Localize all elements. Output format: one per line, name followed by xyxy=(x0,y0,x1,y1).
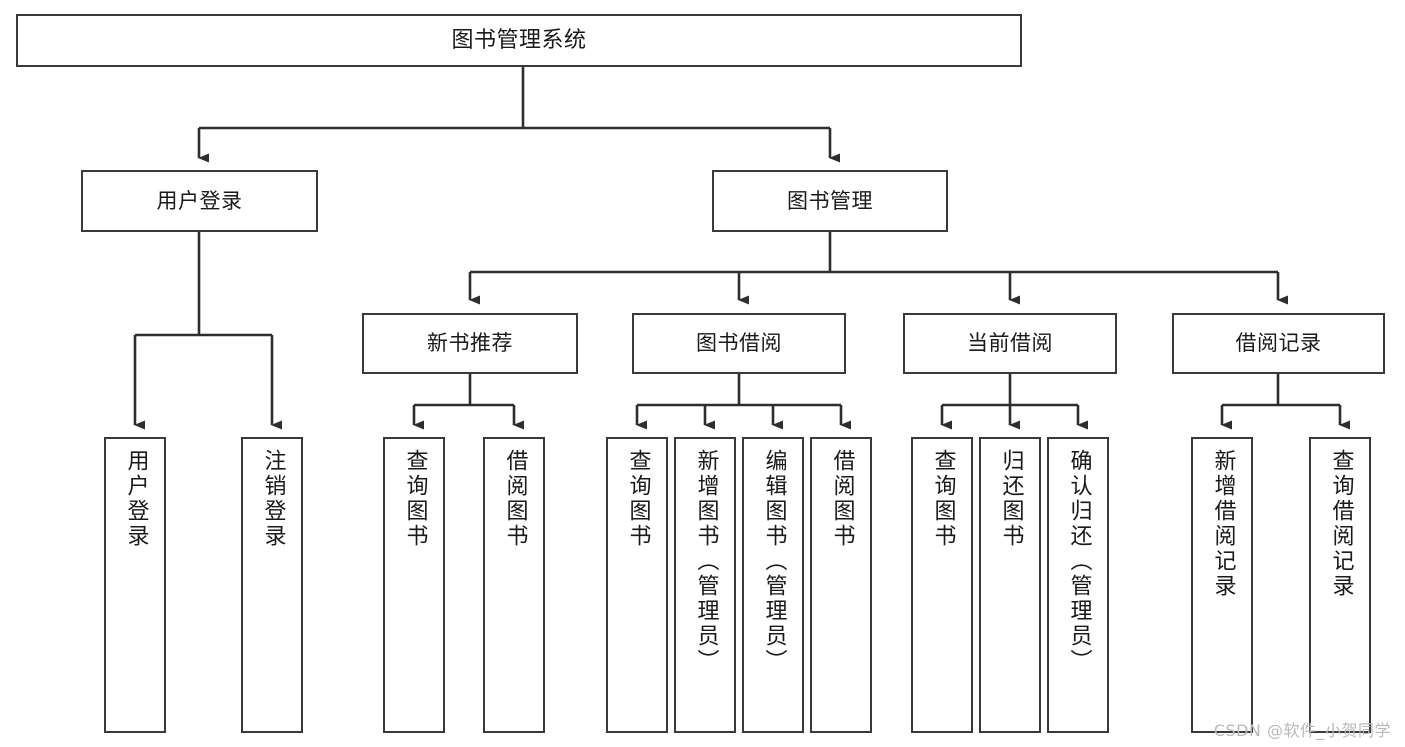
node-label: 查询借阅记录 xyxy=(1328,449,1354,599)
node-user-login[interactable]: 用户登录 xyxy=(81,170,318,232)
node-label: 新书推荐 xyxy=(427,331,513,356)
node-label: 图书借阅 xyxy=(696,331,782,356)
node-label: 用户登录 xyxy=(156,188,243,213)
leaf-add-book-admin[interactable]: 新增图书（管理员） xyxy=(674,437,736,733)
leaf-return-book[interactable]: 归还图书 xyxy=(979,437,1041,733)
leaf-borrow-book[interactable]: 借阅图书 xyxy=(810,437,872,733)
node-label: 用户登录 xyxy=(123,449,149,549)
node-book-management[interactable]: 图书管理 xyxy=(712,170,948,232)
node-label: 查询图书 xyxy=(402,449,428,549)
node-label: 注销登录 xyxy=(260,449,286,549)
node-label: 借阅记录 xyxy=(1235,331,1322,356)
node-label: 借阅图书 xyxy=(829,449,855,549)
node-new-book-recommend[interactable]: 新书推荐 xyxy=(362,313,578,374)
node-label: 编辑图书（管理员） xyxy=(761,449,787,674)
watermark: CSDN @软件_小贺同学 xyxy=(1213,721,1391,740)
node-book-borrow[interactable]: 图书借阅 xyxy=(632,313,846,374)
leaf-query-book-borrow[interactable]: 查询图书 xyxy=(606,437,668,733)
node-label: 归还图书 xyxy=(998,449,1024,549)
node-label: 新增图书（管理员） xyxy=(693,449,719,674)
leaf-edit-book-admin[interactable]: 编辑图书（管理员） xyxy=(742,437,804,733)
node-label: 当前借阅 xyxy=(967,331,1053,356)
node-label: 新增借阅记录 xyxy=(1210,449,1236,599)
leaf-query-book-recommend[interactable]: 查询图书 xyxy=(383,437,445,733)
node-borrow-record[interactable]: 借阅记录 xyxy=(1172,313,1385,374)
node-label: 查询图书 xyxy=(625,449,651,549)
leaf-user-login[interactable]: 用户登录 xyxy=(104,437,166,733)
leaf-confirm-return-admin[interactable]: 确认归还（管理员） xyxy=(1047,437,1109,733)
node-label: 确认归还（管理员） xyxy=(1066,449,1092,674)
node-root-book-management-system[interactable]: 图书管理系统 xyxy=(16,14,1022,67)
node-label: 查询图书 xyxy=(930,449,956,549)
leaf-logout[interactable]: 注销登录 xyxy=(241,437,303,733)
leaf-query-book-current[interactable]: 查询图书 xyxy=(911,437,973,733)
leaf-add-borrow-record[interactable]: 新增借阅记录 xyxy=(1191,437,1253,733)
node-label: 图书管理系统 xyxy=(451,27,587,53)
node-current-borrow[interactable]: 当前借阅 xyxy=(903,313,1117,374)
node-label: 图书管理 xyxy=(787,188,873,213)
leaf-query-borrow-record[interactable]: 查询借阅记录 xyxy=(1309,437,1371,733)
node-label: 借阅图书 xyxy=(502,449,528,549)
leaf-borrow-book-recommend[interactable]: 借阅图书 xyxy=(483,437,545,733)
